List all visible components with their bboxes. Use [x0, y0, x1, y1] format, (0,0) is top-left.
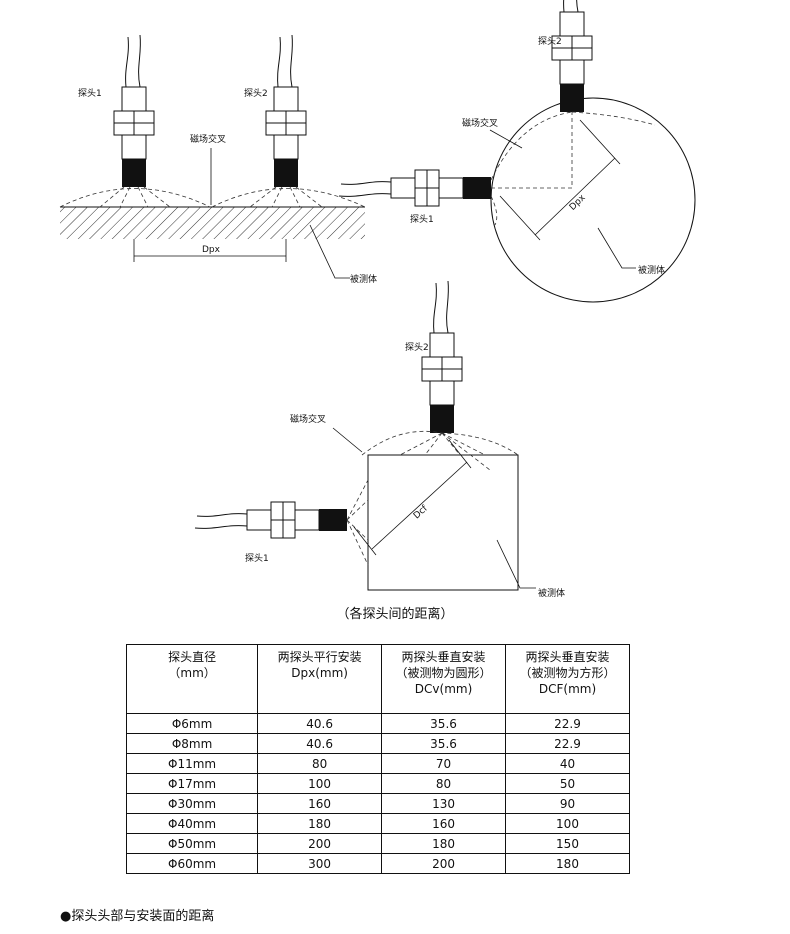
field-cross-label-1: 磁场交叉: [190, 133, 226, 145]
target-label-2: 被测体: [638, 264, 665, 276]
probe2-label-1: 探头2: [244, 87, 268, 99]
header-perp-square: 两探头垂直安装（被测物为方形）DCF(mm): [505, 644, 630, 714]
probe1-label-3: 探头1: [245, 552, 269, 564]
probe1-label-1: 探头1: [78, 87, 102, 99]
header-perp-round: 两探头垂直安装（被测物为圆形）DCv(mm): [381, 644, 507, 714]
target-label-1: 被测体: [350, 273, 377, 285]
field-cross-label-3: 磁场交叉: [290, 413, 326, 425]
dpx-label-1: Dpx: [202, 245, 221, 255]
figure-caption: （各探头间的距离）: [336, 607, 454, 622]
round-target-diagram: Dpx 探头2 探头1 磁场交叉 被测体: [338, 0, 696, 303]
section-footnote: ●探头头部与安装面的距离: [60, 909, 215, 924]
parallel-mount-diagram: Dpx 探头1 探头2 磁场交叉 被测体: [59, 34, 377, 285]
field-cross-label-2: 磁场交叉: [462, 117, 498, 129]
probe2-label-2: 探头2: [538, 35, 562, 47]
square-target-diagram: Dcf 探头2 探头1 磁场交叉 被测体: [194, 280, 565, 599]
target-label-3: 被测体: [538, 587, 565, 599]
header-probe-diameter: 探头直径（mm）: [125, 644, 259, 714]
installation-diagrams: Dpx 探头1 探头2 磁场交叉 被测体 Dpx 探头2 探头1 磁场交叉 被测…: [59, 0, 696, 599]
probe2-label-3: 探头2: [405, 341, 429, 353]
probe1-label-2: 探头1: [410, 213, 434, 225]
